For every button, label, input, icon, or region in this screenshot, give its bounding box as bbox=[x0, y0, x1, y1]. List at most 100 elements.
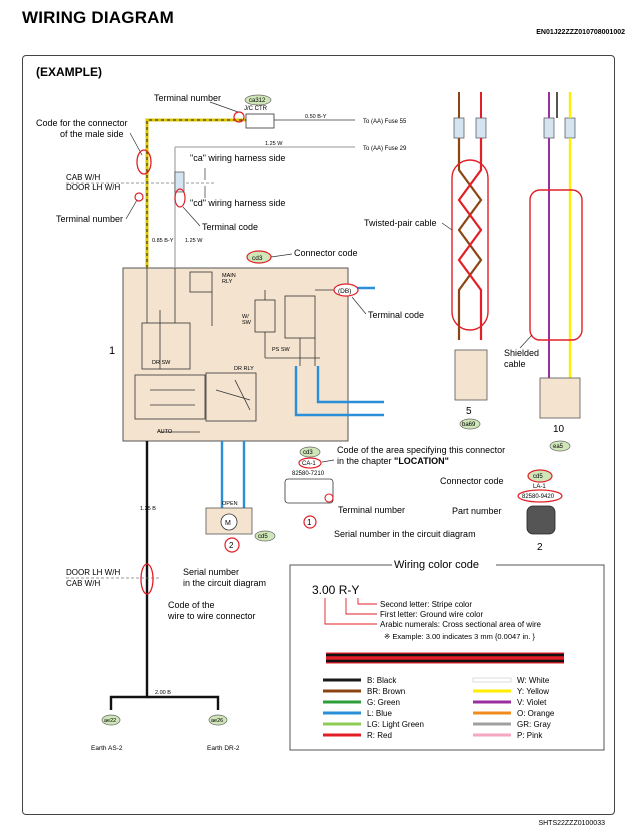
legend-label: L: Blue bbox=[367, 709, 392, 718]
terminal-number-left-highlight bbox=[134, 192, 144, 202]
main-rly-label-2: RLY bbox=[222, 279, 233, 285]
part-82580-7210: 82580-7210 bbox=[292, 471, 325, 477]
legend-label: B: Black bbox=[367, 676, 397, 685]
ea5-text: ea5 bbox=[553, 444, 564, 450]
ps-sw-label: PS SW bbox=[272, 347, 291, 353]
legend-label: V: Violet bbox=[517, 698, 547, 707]
cd5-right-text: cd5 bbox=[533, 474, 543, 480]
serial-2-motor: 2 bbox=[229, 541, 234, 550]
wire-black-ground bbox=[109, 441, 149, 710]
main-rly-label: MAIN bbox=[222, 273, 236, 279]
color-code-heading: Wiring color code bbox=[394, 559, 479, 571]
to-fuse-55: To (AA) Fuse 55 bbox=[363, 119, 407, 125]
color-code-example: 3.00 R-Y bbox=[312, 583, 359, 597]
ae22-text: ae22 bbox=[104, 718, 116, 724]
male-connector-highlight bbox=[136, 149, 152, 175]
terminal-number-top-label: Terminal number bbox=[154, 93, 221, 103]
cd-side-label: "cd" wiring harness side bbox=[190, 198, 285, 208]
wire-label-b-y-2: 0.85 B-Y bbox=[152, 238, 174, 244]
wire-label-b: 1.25 B bbox=[140, 506, 156, 512]
legend-label: LG: Light Green bbox=[367, 720, 424, 729]
footer-code: SHTS22ZZZ0100033 bbox=[538, 820, 605, 827]
legend-label: O: Orange bbox=[517, 709, 555, 718]
shielded-highlight bbox=[529, 189, 583, 341]
connector-code-right-label: Connector code bbox=[440, 476, 504, 486]
male-connector-label-2: of the male side bbox=[60, 129, 124, 139]
w-sw-label: W/ bbox=[242, 314, 249, 320]
ba69-text: ba69 bbox=[462, 422, 476, 428]
terminal-number-mid-label: Terminal number bbox=[338, 505, 405, 515]
serial-circuit-label: Serial number in the circuit diagram bbox=[334, 529, 476, 539]
serial-number-label-1: Serial number bbox=[183, 567, 239, 577]
door-lh-wh-2: DOOR LH W/H bbox=[66, 568, 120, 577]
location-line-1: Code of the area specifying this connect… bbox=[337, 445, 505, 455]
terminal-code-highlight bbox=[174, 188, 186, 208]
serial-1-mid: 1 bbox=[307, 518, 312, 527]
component-number-10: 10 bbox=[553, 424, 565, 435]
component-1-box bbox=[122, 267, 349, 442]
cab-wh-2: CAB W/H bbox=[66, 579, 100, 588]
motor-icon bbox=[220, 513, 238, 531]
wire-label-w: 1.25 W bbox=[265, 141, 283, 147]
component-number-1: 1 bbox=[109, 345, 115, 357]
connector-face bbox=[284, 478, 334, 504]
jc-ctr-label: J/C CTR bbox=[244, 106, 268, 112]
shielded-group: 10 ea5 bbox=[529, 92, 583, 452]
diagram-frame bbox=[22, 55, 615, 815]
legend-label: G: Green bbox=[367, 698, 400, 707]
twisted-pair-group: 5 ba69 bbox=[451, 92, 489, 430]
terminal-code-label-2: Terminal code bbox=[368, 310, 424, 320]
open-label: OPEN bbox=[222, 501, 238, 507]
db-text: (DB) bbox=[338, 288, 351, 295]
dr-rly-label: DR RLY bbox=[234, 366, 254, 372]
terminal-number-left-label: Terminal number bbox=[56, 214, 123, 224]
component-1-internals bbox=[134, 268, 348, 433]
first-letter-text: First letter: Ground wire color bbox=[380, 610, 483, 619]
legend-label: P: Pink bbox=[517, 731, 543, 740]
cd5-text: cd5 bbox=[258, 534, 268, 540]
wire-yellow-stripe bbox=[146, 119, 246, 268]
terminal-code-label: Terminal code bbox=[202, 222, 258, 232]
twisted-pair-highlight bbox=[451, 159, 489, 331]
wire-blue-2 bbox=[316, 366, 384, 404]
wire-to-wire-label-2: wire to wire connector bbox=[167, 611, 256, 621]
terminal-number-highlight bbox=[233, 111, 245, 123]
door-lh-wh-label: DOOR LH W/H bbox=[66, 183, 120, 192]
cd-connector bbox=[174, 171, 185, 193]
part-number-label: Part number bbox=[452, 506, 502, 516]
location-line-2: in the chapter "LOCATION" bbox=[337, 456, 449, 466]
legend-label: R: Red bbox=[367, 731, 392, 740]
wire-to-wire-highlight bbox=[140, 563, 154, 595]
example-label: (EXAMPLE) bbox=[36, 65, 102, 79]
male-connector-label-1: Code for the connector bbox=[36, 118, 128, 128]
shielded-label-1: Shielded bbox=[504, 348, 539, 358]
auto-label: AUTO bbox=[157, 429, 173, 435]
ca-side-label: "ca" wiring harness side bbox=[190, 153, 285, 163]
cd3-small: cd3 bbox=[303, 450, 313, 456]
motor-m: M bbox=[225, 520, 231, 527]
la1-text: LA-1 bbox=[533, 484, 546, 490]
component-number-5: 5 bbox=[466, 406, 472, 417]
wire-black-ground-2 bbox=[147, 695, 220, 710]
ca312-badge bbox=[244, 94, 272, 106]
wire-to-wire-label-1: Code of the bbox=[168, 600, 215, 610]
db-highlight bbox=[333, 283, 359, 297]
wire-label-b-ground: 2.00 B bbox=[155, 690, 171, 696]
doc-code: EN01J22ZZZ010708001002 bbox=[536, 29, 625, 36]
ca1-text: CA-1 bbox=[302, 461, 316, 467]
w-sw-label-2: SW bbox=[242, 320, 252, 326]
part-82580-9420: 82580-9420 bbox=[522, 494, 555, 500]
legend-label: Y: Yellow bbox=[517, 687, 549, 696]
earth-as2: Earth AS-2 bbox=[91, 745, 123, 752]
connector-code-label: Connector code bbox=[294, 248, 358, 258]
second-letter-text: Second letter: Stripe color bbox=[380, 600, 472, 609]
legend-label: W: White bbox=[517, 676, 550, 685]
legend-swatch-outline bbox=[472, 677, 512, 683]
wire-label-w-2: 1.25 W bbox=[185, 238, 203, 244]
shielded-label-2: cable bbox=[504, 359, 526, 369]
ca312-text: ca312 bbox=[249, 98, 266, 104]
to-fuse-29: To (AA) Fuse 29 bbox=[363, 146, 407, 152]
ae26-text: ae26 bbox=[211, 718, 223, 724]
